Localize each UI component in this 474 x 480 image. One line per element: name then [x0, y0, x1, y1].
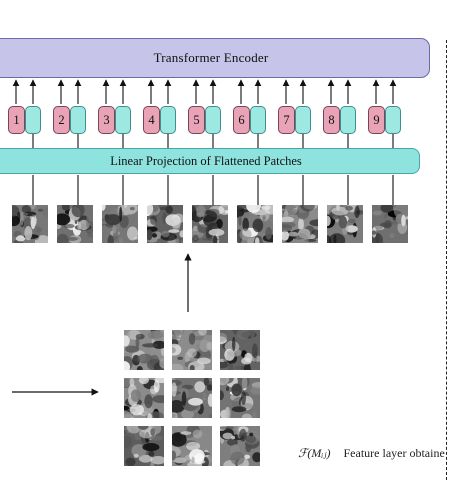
- patch-to-projection-lines: [32, 175, 394, 205]
- embedding-token-9: [385, 106, 401, 134]
- patch-image-1: [12, 205, 48, 243]
- patch-image-7: [282, 205, 318, 243]
- embedding-token-6: [250, 106, 266, 134]
- transformer-encoder-block: Transformer Encoder: [0, 38, 430, 78]
- projection-label: Linear Projection of Flattened Patches: [110, 153, 302, 168]
- position-token-2: 2: [53, 106, 70, 134]
- grid-patch-4: [124, 378, 164, 418]
- position-token-7: 7: [278, 106, 295, 134]
- embedding-token-2: [70, 106, 86, 134]
- position-token-3: 3: [98, 106, 115, 134]
- embedding-token-1: [25, 106, 41, 134]
- linear-projection-block: Linear Projection of Flattened Patches: [0, 148, 420, 174]
- patch-image-5: [192, 205, 228, 243]
- encoder-label: Transformer Encoder: [153, 50, 269, 65]
- position-token-4: 4: [143, 106, 160, 134]
- patch-image-2: [57, 205, 93, 243]
- grid-patch-3: [220, 330, 260, 370]
- legend-text: Feature layer obtaine: [343, 446, 445, 460]
- embedding-token-8: [340, 106, 356, 134]
- embedding-token-5: [205, 106, 221, 134]
- grid-patch-7: [124, 426, 164, 466]
- position-token-9: 9: [368, 106, 385, 134]
- embedding-token-4: [160, 106, 176, 134]
- position-token-6: 6: [233, 106, 250, 134]
- position-token-1: 1: [8, 106, 25, 134]
- grid-patch-1: [124, 330, 164, 370]
- grid-patch-9: [220, 426, 260, 466]
- patch-image-8: [327, 205, 363, 243]
- legend-symbol: ℱ(Mᵢⱼ): [298, 446, 331, 460]
- embedding-token-7: [295, 106, 311, 134]
- grid-patch-6: [220, 378, 260, 418]
- embedding-token-3: [115, 106, 131, 134]
- patch-image-4: [147, 205, 183, 243]
- patch-image-9: [372, 205, 408, 243]
- patch-image-3: [102, 205, 138, 243]
- position-token-5: 5: [188, 106, 205, 134]
- grid-patch-2: [172, 330, 212, 370]
- position-token-8: 8: [323, 106, 340, 134]
- grid-patch-5: [172, 378, 212, 418]
- token-to-encoder-arrows: [12, 79, 397, 148]
- dashed-divider: [446, 40, 447, 480]
- patch-image-6: [237, 205, 273, 243]
- grid-patch-8: [172, 426, 212, 466]
- legend: ℱ(Mᵢⱼ) Feature layer obtaine: [298, 446, 445, 461]
